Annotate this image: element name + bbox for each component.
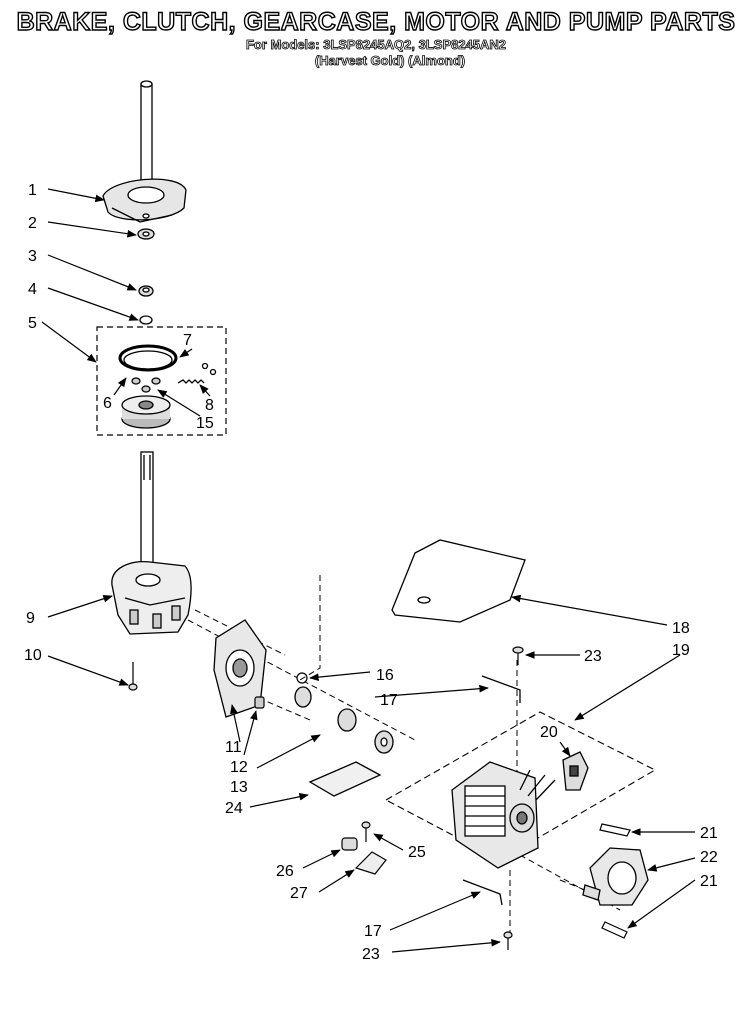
nut-icon	[296, 672, 308, 684]
callout-16: 16	[376, 667, 394, 684]
brake-assembly-icon	[102, 178, 187, 223]
leader-lines	[41, 188, 696, 953]
callout-18: 18	[672, 620, 690, 637]
bearing-icon	[137, 228, 155, 240]
callout-numbers: 1 2 3 4 5 6 7 8 15 9 10 11 12 13 16 17 1…	[24, 182, 718, 963]
spring-icon	[177, 362, 217, 384]
clamp-icon	[354, 851, 387, 875]
clutch-pads-icon	[131, 377, 161, 393]
bushing-icon	[341, 837, 358, 851]
callout-23: 23	[584, 648, 602, 665]
callout-3: 3	[28, 248, 37, 265]
callout-15: 15	[196, 415, 214, 432]
callout-8: 8	[205, 397, 214, 414]
screw-icon	[503, 931, 513, 950]
callout-12: 12	[230, 759, 248, 776]
callout-22: 22	[700, 849, 718, 866]
callout-5: 5	[28, 315, 37, 332]
rod-icon	[481, 675, 521, 703]
callout-4: 4	[28, 281, 37, 298]
callout-21b: 21	[700, 873, 718, 890]
screw-icon	[128, 662, 138, 691]
callout-10: 10	[24, 647, 42, 664]
screw-icon	[512, 646, 524, 665]
rod-icon	[462, 879, 503, 906]
washer-icon	[138, 285, 154, 297]
color-options: (Harvest Gold) (Almond)	[314, 53, 466, 69]
retaining-ring-icon	[139, 315, 153, 325]
callout-26: 26	[276, 863, 294, 880]
callout-17b: 17	[364, 923, 382, 940]
callout-6: 6	[103, 395, 112, 412]
callout-1: 1	[28, 182, 37, 199]
pump-icon	[582, 847, 649, 906]
callout-20: 20	[540, 724, 558, 741]
callout-9: 9	[26, 610, 35, 627]
callout-7: 7	[183, 332, 192, 349]
callout-24: 24	[225, 800, 243, 817]
cover-plate-icon	[213, 619, 267, 718]
callout-25: 25	[408, 844, 426, 861]
model-numbers: For Models: 3LSP8245AQ2, 3LSP8245AN2	[245, 37, 507, 53]
callout-19: 19	[672, 642, 690, 659]
motor-icon	[451, 761, 556, 869]
clutch-band-icon	[118, 344, 178, 372]
callout-17: 17	[380, 692, 398, 709]
shield-icon	[391, 539, 526, 623]
callout-13: 13	[230, 779, 248, 796]
callout-21: 21	[700, 825, 718, 842]
clutch-cam-icon	[121, 395, 171, 429]
callout-11: 11	[225, 739, 242, 756]
pulley-icon	[294, 686, 394, 754]
clip-icon	[254, 696, 265, 709]
clutch-kit-box	[96, 326, 227, 436]
callout-2: 2	[28, 215, 37, 232]
clip-icon	[599, 823, 631, 939]
bracket-icon	[308, 761, 382, 797]
callout-23b: 23	[362, 946, 380, 963]
gearcase-icon	[111, 451, 192, 635]
screw-icon	[361, 821, 371, 842]
switch-icon	[562, 751, 589, 791]
callout-27: 27	[290, 885, 308, 902]
diagram-title: BRAKE, CLUTCH, GEARCASE, MOTOR AND PUMP …	[16, 7, 736, 36]
